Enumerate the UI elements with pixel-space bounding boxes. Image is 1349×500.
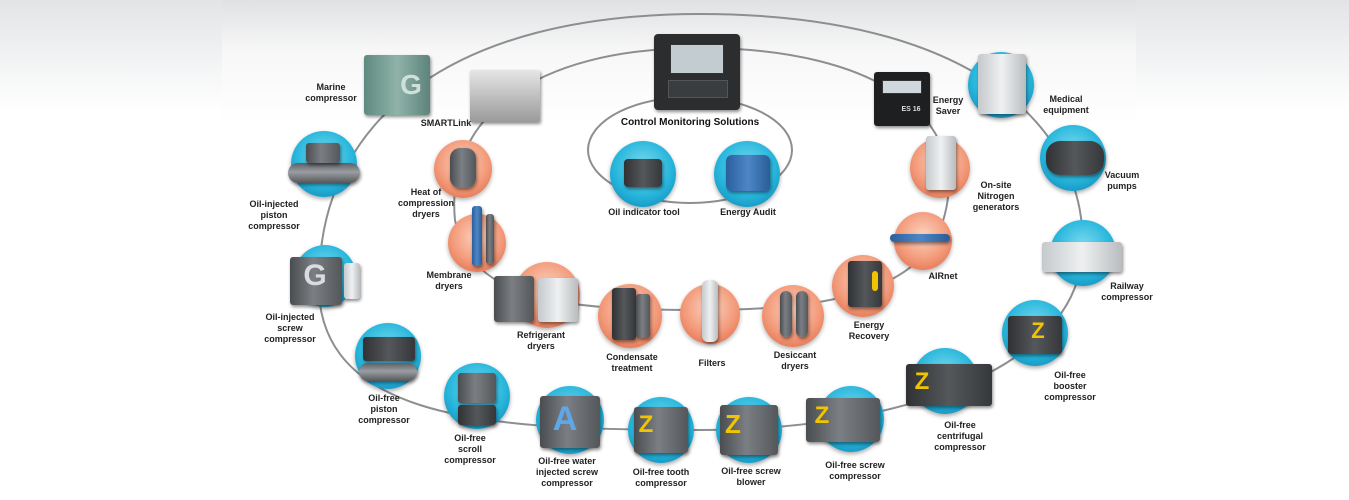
tooth-z-badge: Z — [638, 411, 654, 438]
condensate-node — [598, 284, 662, 348]
energy-saver-node: ES 16 — [870, 72, 932, 128]
nitrogen-label: On-site Nitrogen generators — [972, 180, 1020, 212]
oil-free-scroll-label: Oil-free scroll compressor — [444, 433, 496, 465]
screw-blower-node: Z — [716, 397, 782, 463]
oil-free-piston-node — [355, 323, 421, 389]
booster-node: Z — [1000, 300, 1068, 366]
water-injected-label: Oil-free water injected screw compressor — [535, 456, 599, 488]
desiccant-label: Desiccant dryers — [773, 350, 817, 371]
energy-saver-badge: ES 16 — [901, 106, 921, 113]
airnet-node — [890, 212, 952, 270]
oil-injected-screw-label: Oil-injected screw compressor — [264, 312, 316, 344]
vacuum-label: Vacuum pumps — [1104, 170, 1140, 191]
smartlink-node — [470, 70, 540, 122]
filters-label: Filters — [698, 358, 726, 368]
energy-saver-display — [882, 80, 922, 94]
center-title: Control Monitoring Solutions — [620, 117, 760, 128]
oil-injected-piston-node — [288, 131, 360, 197]
refrigerant-label: Refrigerant dryers — [516, 330, 565, 351]
marine-compressor-node: G — [364, 55, 430, 115]
controller-display — [670, 44, 724, 74]
oil-free-screw-node: Z — [806, 386, 884, 452]
energy-recovery-label: Energy Recovery — [848, 320, 890, 341]
centrifugal-z-badge: Z — [914, 368, 930, 395]
refrigerant-node — [494, 262, 584, 328]
toolcase-image — [624, 159, 662, 187]
oil-free-scroll-node — [444, 363, 510, 429]
energy-recovery-node — [832, 255, 894, 317]
blower-z-badge: Z — [725, 409, 741, 439]
centrifugal-node: Z — [906, 348, 994, 414]
piston-tank-image — [288, 163, 360, 183]
booster-label: Oil-free booster compressor — [1044, 370, 1096, 402]
membrane-label: Membrane dryers — [426, 270, 472, 291]
centrifugal-label: Oil-free centrifugal compressor — [934, 420, 986, 452]
energy-saver-label: Energy Saver — [932, 95, 964, 116]
water-injected-node: A — [536, 386, 604, 454]
oil-free-tooth-node: Z — [628, 397, 694, 463]
marine-g-badge: G — [400, 69, 422, 100]
controller-unit — [654, 34, 740, 110]
oil-injected-piston-label: Oil-injected piston compressor — [248, 199, 300, 231]
heat-of-compression-node — [434, 140, 492, 198]
controller-keypad — [668, 80, 728, 98]
oil-injected-screw-node: G — [290, 245, 362, 307]
filters-node — [680, 280, 740, 348]
energy-audit-node — [714, 141, 780, 207]
energy-audit-label: Energy Audit — [720, 207, 776, 217]
screw-g-badge: G — [303, 259, 327, 292]
oil-free-piston-label: Oil-free piston compressor — [358, 393, 410, 425]
screw-z-badge: Z — [814, 402, 830, 429]
booster-z-badge: Z — [1031, 318, 1045, 343]
vacuum-node — [1038, 125, 1108, 191]
oil-free-screw-label: Oil-free screw compressor — [825, 460, 885, 481]
oil-indicator-node — [610, 141, 676, 207]
smartlink-label: SMARTLink — [420, 118, 472, 128]
screw-blower-label: Oil-free screw blower — [721, 466, 781, 487]
auditor-image — [726, 155, 770, 191]
oil-indicator-label: Oil indicator tool — [608, 207, 680, 217]
airnet-label: AIRnet — [928, 271, 958, 281]
condensate-label: Condensate treatment — [606, 352, 658, 373]
desiccant-node — [762, 285, 824, 347]
oil-free-tooth-label: Oil-free tooth compressor — [632, 467, 690, 488]
railway-label: Railway compressor — [1101, 281, 1153, 302]
membrane-node — [448, 206, 508, 272]
railway-node — [1042, 220, 1122, 286]
medical-label: Medical equipment — [1043, 94, 1089, 115]
heat-of-compression-label: Heat of compression dryers — [397, 187, 455, 219]
medical-node — [968, 52, 1040, 118]
water-a-badge: A — [552, 400, 578, 438]
marine-compressor-label: Marine compressor — [305, 82, 357, 103]
nitrogen-node — [910, 136, 970, 198]
